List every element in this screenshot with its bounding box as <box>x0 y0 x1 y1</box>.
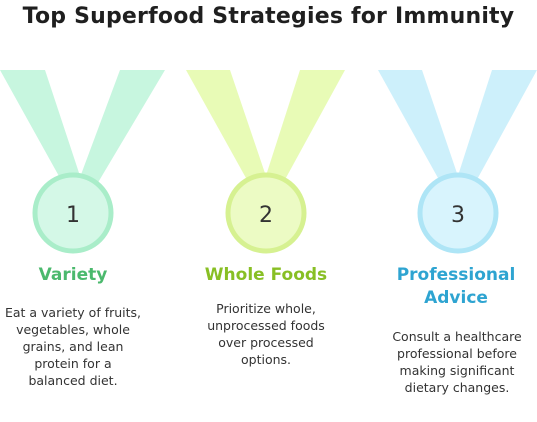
medal-1-number: 1 <box>66 203 80 228</box>
medal-2: 2 <box>186 70 345 254</box>
heading-professional-advice: Professional Advice <box>396 265 516 308</box>
medal-1-circle <box>32 172 114 254</box>
medal-1-ribbon <box>0 70 84 196</box>
medal-1-ribbon <box>76 70 165 196</box>
page-title: Top Superfood Strategies for Immunity <box>22 4 515 29</box>
heading-whole-foods: Whole Foods <box>204 265 328 285</box>
medal-3: 3 <box>378 70 537 254</box>
heading-variety: Variety <box>38 265 108 285</box>
medal-3-ribbon <box>378 70 462 196</box>
medal-3-ribbon <box>454 70 537 196</box>
medal-2-number: 2 <box>259 203 273 228</box>
description-professional-advice: Consult a healthcare professional before… <box>392 329 522 395</box>
medal-2-circle <box>225 172 307 254</box>
medal-1: 1 <box>0 70 165 254</box>
description-whole-foods: Prioritize whole, unprocessed foods over… <box>207 301 325 367</box>
medal-2-ribbon <box>186 70 270 196</box>
medal-3-number: 3 <box>451 203 465 228</box>
medal-2-ribbon <box>262 70 345 196</box>
medal-3-circle <box>417 172 499 254</box>
description-variety: Eat a variety of fruits, vegetables, who… <box>4 305 142 388</box>
